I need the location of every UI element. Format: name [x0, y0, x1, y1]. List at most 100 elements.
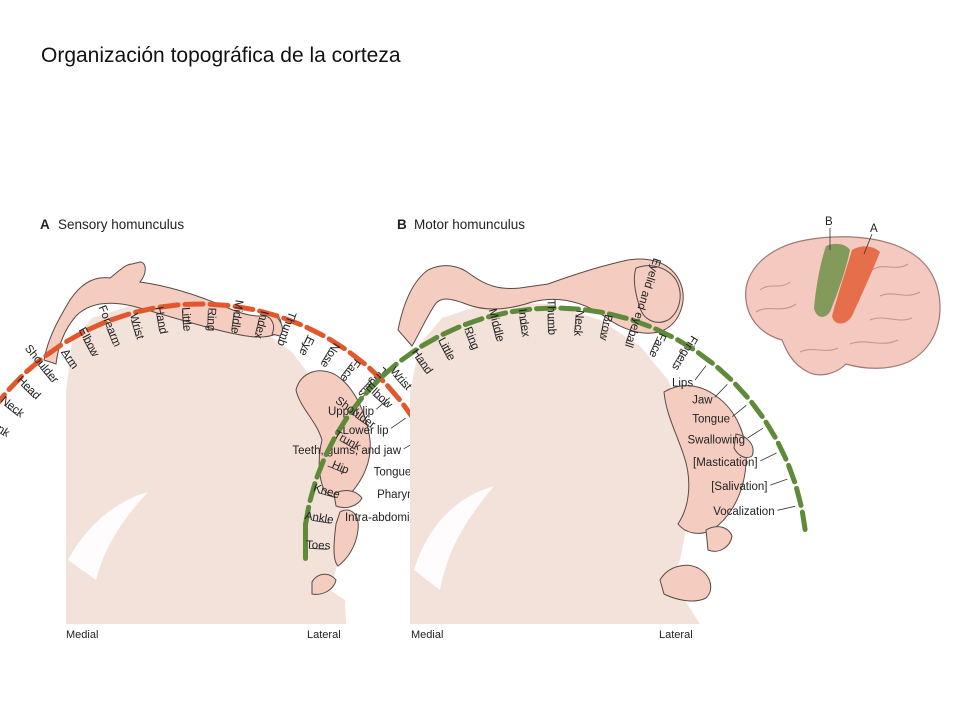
motor-strip-segment: [314, 458, 326, 480]
motor-region-label: Index: [516, 308, 532, 338]
sensory-region-label: Ring: [205, 307, 218, 331]
sensory-lateral-label: Lateral: [307, 629, 341, 641]
motor-strip-segment: [799, 509, 808, 532]
motor-region-label: Tongue: [692, 414, 730, 426]
motor-strip-segment: [307, 481, 318, 503]
motor-label-leader: [747, 427, 764, 439]
sensory-medial-label: Medial: [66, 629, 98, 641]
motor-strip-segment: [630, 317, 652, 329]
motor-label-leader: [318, 492, 336, 498]
sensory-label-leader: [341, 361, 353, 377]
sensory-panel-title: Sensory homunculus: [58, 217, 184, 232]
motor-strip-segment: [348, 396, 364, 415]
motor-label-leader: [547, 314, 549, 333]
motor-label-leader: [327, 465, 345, 474]
sensory-strip-segment: [157, 302, 181, 310]
motor-strip-segment: [462, 316, 485, 327]
brain-sensory-area: [832, 246, 880, 324]
sensory-strip-segment: [385, 383, 402, 402]
sensory-panel: A Sensory homunculus GenitalsToesFootLeg…: [0, 217, 458, 641]
sensory-label-leader: [20, 385, 35, 399]
sensory-region-label: Middle: [228, 299, 244, 334]
motor-label-leader: [714, 384, 728, 398]
sensory-label-leader: [277, 324, 285, 342]
sensory-strip-segment: [281, 315, 303, 328]
sensory-region-label: Intra-abdominal: [345, 512, 425, 524]
motor-label-leader: [372, 394, 387, 408]
motor-strip-segment: [794, 485, 804, 508]
motor-region-label: [Salivation]: [711, 481, 767, 493]
sensory-label-leader: [359, 378, 373, 393]
sensory-cortex-section: [66, 303, 346, 624]
motor-region-label: Fingers: [669, 333, 699, 372]
sensory-panel-letter: A: [40, 217, 50, 232]
motor-strip-segment: [363, 378, 381, 396]
sensory-strip-segment: [304, 324, 326, 338]
motor-label-leader: [491, 322, 497, 340]
motor-strip-segment: [558, 305, 581, 312]
sensory-strip-segment: [207, 301, 231, 308]
sensory-strip-segment: [109, 311, 132, 323]
motor-strip-segment: [380, 361, 399, 379]
sensory-label-leader: [130, 319, 137, 338]
motor-strip-segment: [323, 436, 337, 457]
brain-motor-area: [814, 243, 850, 317]
brain-inset: B A: [745, 216, 941, 376]
sensory-label-leader: [321, 346, 332, 363]
sensory-region-label: Eye: [296, 334, 315, 357]
sensory-homunculus-body: [43, 261, 371, 595]
motor-strip-segment: [534, 305, 557, 312]
motor-lateral-label: Lateral: [659, 629, 693, 641]
motor-strip-segment: [419, 334, 440, 349]
sensory-label-leader: [390, 417, 407, 429]
motor-region-label: Face: [646, 331, 668, 359]
sensory-region-label: Teeth, gums, and jaw: [292, 445, 401, 457]
motor-strip-segment: [486, 310, 509, 320]
sensory-label-leader: [207, 310, 209, 329]
motor-label-leader: [625, 326, 632, 344]
motor-region-label: Lips: [672, 377, 693, 389]
sensory-strip-segment: [347, 350, 367, 367]
sensory-label-leader: [82, 338, 93, 355]
motor-region-label: Ankle: [304, 510, 334, 526]
sensory-region-label: Lower lip: [342, 425, 388, 437]
motor-panel-letter: B: [397, 217, 407, 232]
sensory-white-matter: [68, 492, 148, 580]
motor-label-leader: [770, 478, 788, 486]
sensory-strip-segment: [133, 305, 156, 315]
motor-label-leader: [694, 365, 707, 381]
brain-label-a: A: [870, 223, 878, 235]
sensory-region-label: Nose: [318, 341, 342, 370]
motor-white-matter: [414, 486, 494, 590]
sensory-strip-segment: [0, 392, 7, 405]
motor-strip-segment: [334, 415, 350, 436]
sensory-label-leader: [231, 312, 235, 331]
motor-label-leader: [392, 374, 406, 389]
motor-label-leader: [339, 440, 356, 450]
motor-label-leader: [309, 548, 328, 550]
motor-region-label: [Mastication]: [693, 457, 758, 469]
motor-medial-label: Medial: [411, 629, 443, 641]
brain-label-b: B: [825, 216, 833, 228]
slide-title: Organización topográfica de la corteza: [41, 44, 401, 67]
motor-label-leader: [600, 318, 605, 337]
motor-region-label: Thumb: [544, 299, 557, 335]
sensory-strip-segment: [257, 308, 280, 319]
motor-region-label: Vocalization: [713, 506, 774, 518]
sensory-strip-segment: [86, 319, 108, 332]
motor-label-leader: [732, 404, 747, 418]
motor-homunculus-body: [397, 258, 754, 602]
motor-label-leader: [312, 519, 331, 524]
sensory-label-leader: [376, 397, 391, 410]
sensory-region-label: Pharynx: [377, 489, 419, 501]
motor-cortex-strip: [303, 305, 808, 561]
motor-label-leader: [439, 342, 449, 359]
motor-strip-segment: [715, 365, 734, 382]
motor-region-label: Toes: [306, 539, 331, 552]
motor-strip-segment: [303, 504, 312, 527]
motor-strip-segment: [653, 326, 674, 340]
sensory-region-label: Hand: [152, 306, 169, 335]
motor-strip-segment: [763, 419, 778, 440]
motor-region-label: Brow: [597, 313, 614, 342]
